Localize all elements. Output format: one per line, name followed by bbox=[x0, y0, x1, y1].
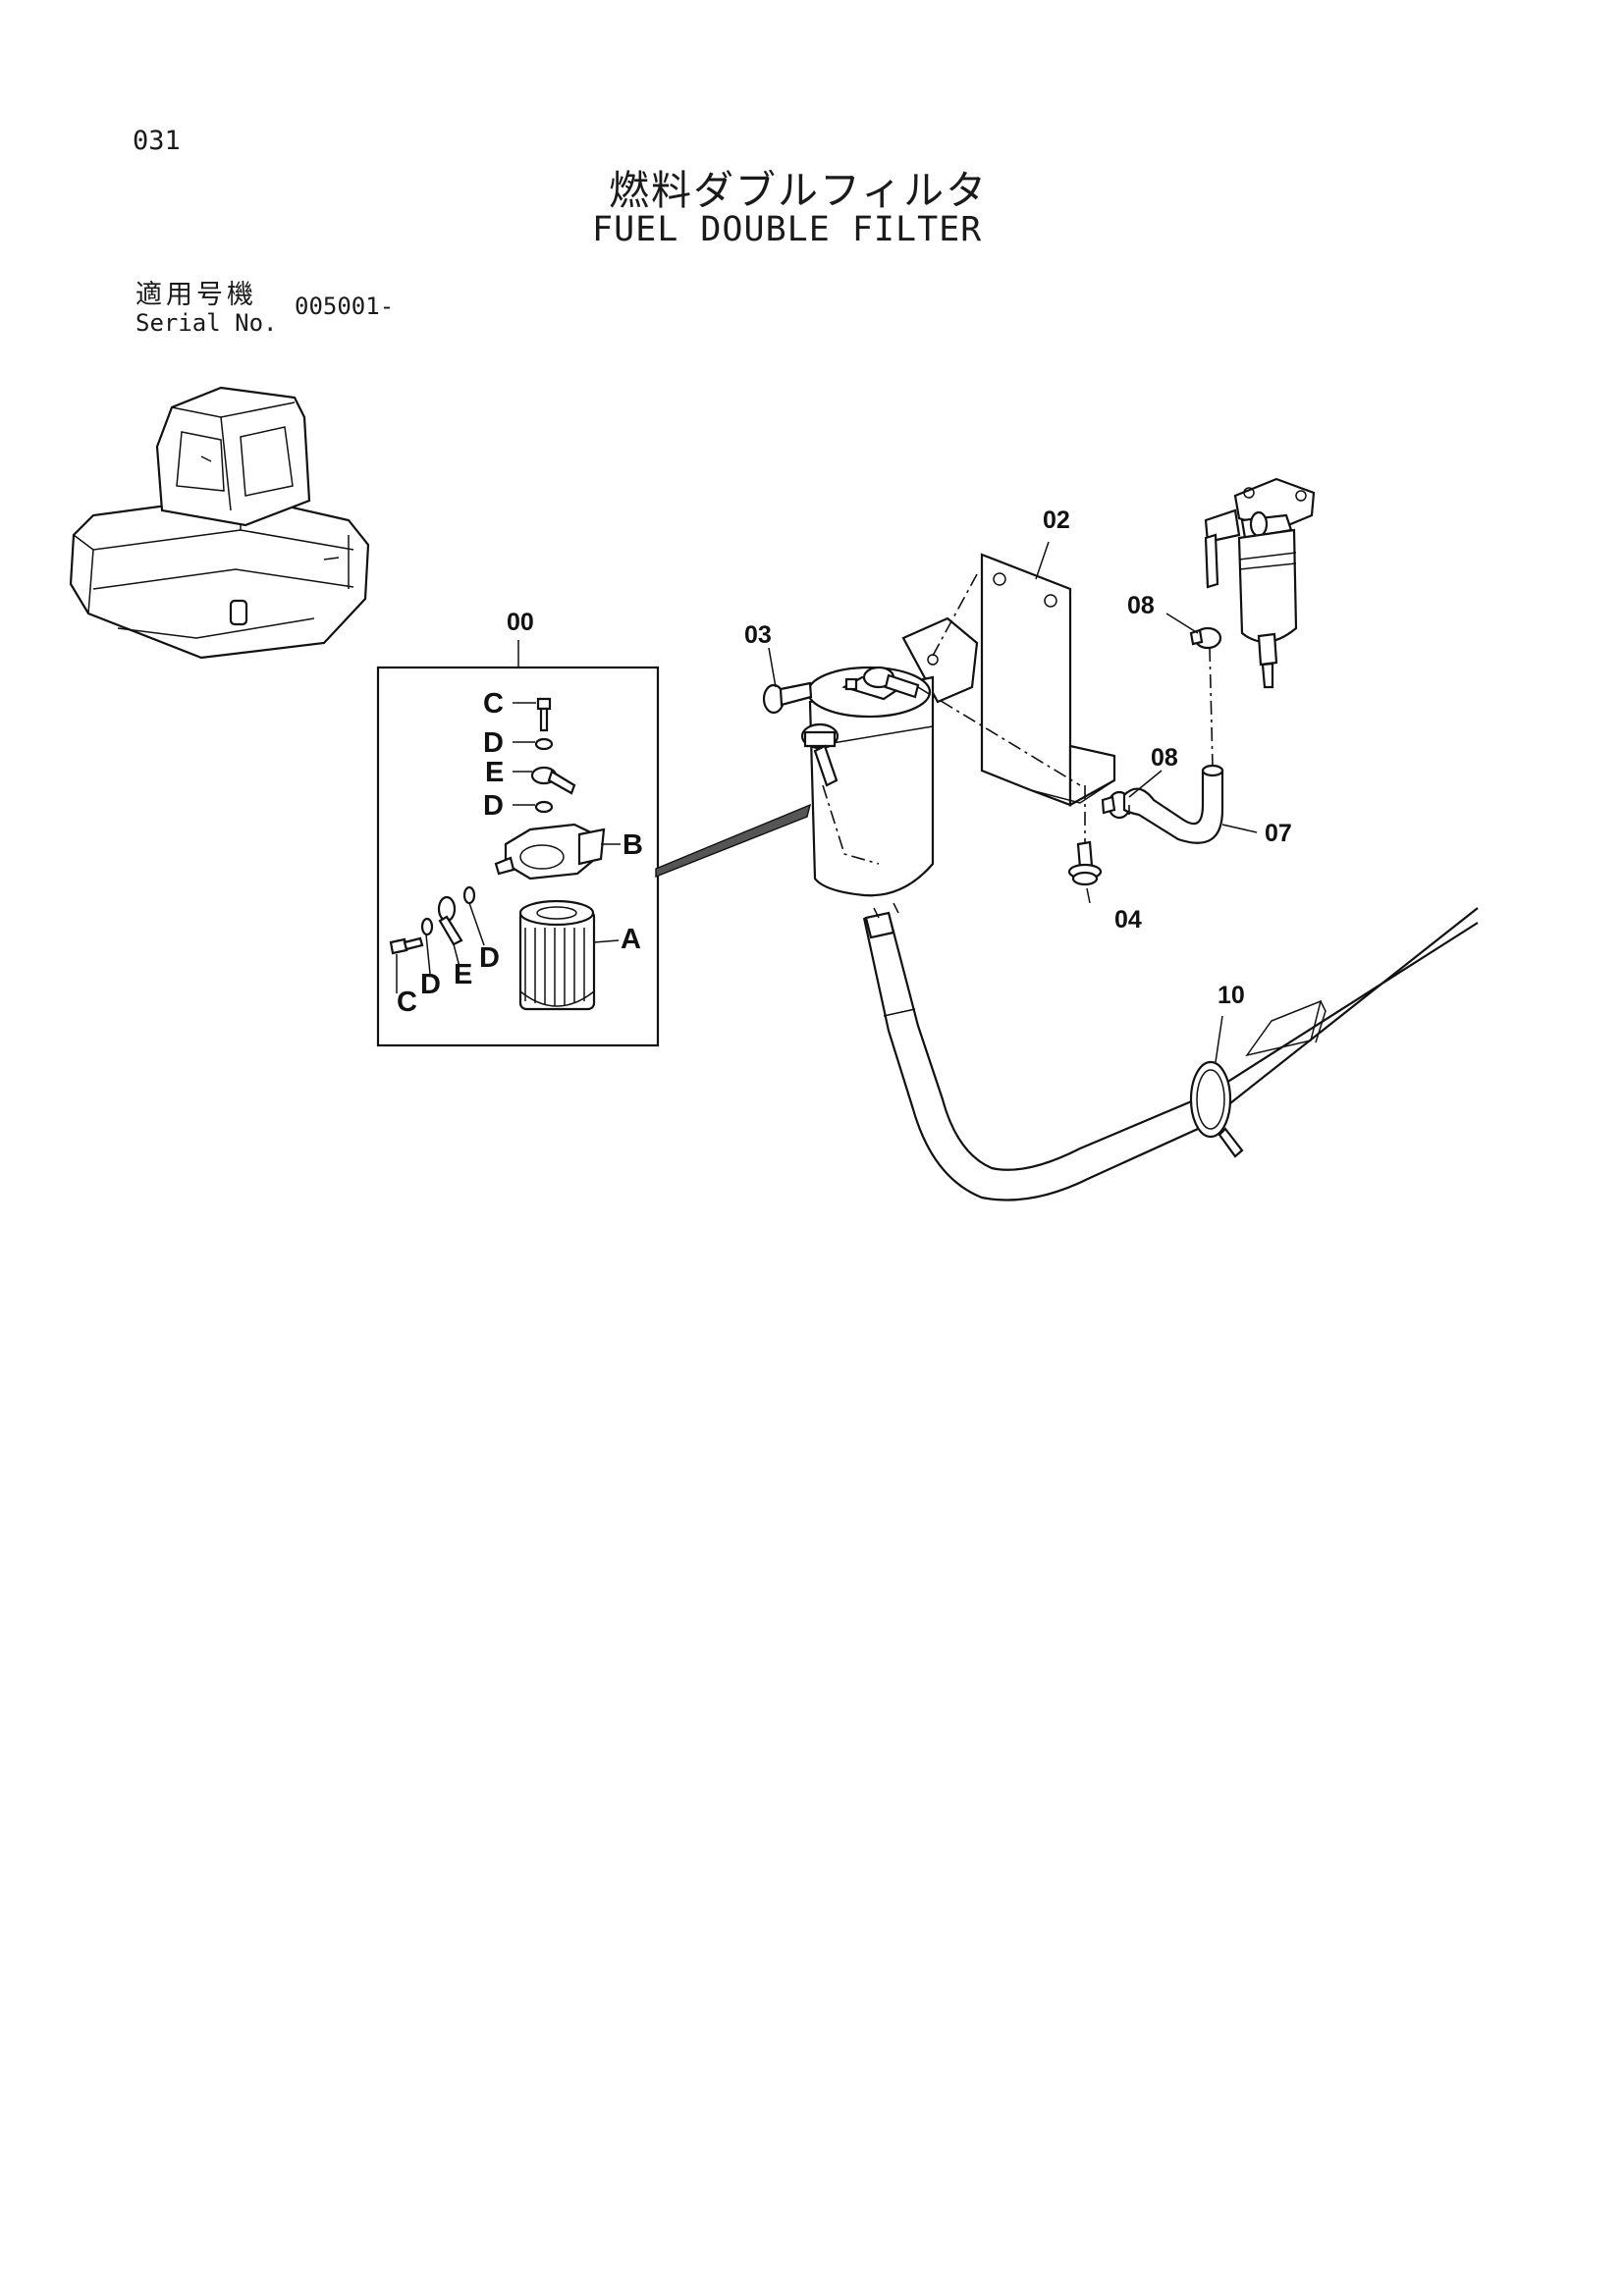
detail-pointer-wedge bbox=[655, 803, 812, 879]
callout-07: 07 bbox=[1265, 820, 1292, 847]
hose-clip-08-upper bbox=[1189, 626, 1222, 650]
serial-label-japanese: 適用号機 bbox=[135, 280, 257, 310]
callout-leaders bbox=[517, 541, 1258, 1063]
bolt-03 bbox=[762, 681, 813, 715]
main-filter-assembly bbox=[762, 477, 1479, 1201]
detail-label-d-left: D bbox=[420, 969, 441, 1000]
detail-label-c-top: C bbox=[483, 688, 504, 720]
callout-03: 03 bbox=[744, 621, 772, 649]
callout-04: 04 bbox=[1114, 906, 1142, 934]
detail-label-a: A bbox=[621, 924, 641, 955]
bolt-04 bbox=[1067, 840, 1103, 886]
page-title-japanese: 燃料ダブルフィルタ bbox=[609, 167, 989, 214]
bracket-02 bbox=[980, 553, 1072, 807]
detail-label-e-top: E bbox=[485, 757, 504, 788]
callout-10: 10 bbox=[1218, 982, 1245, 1009]
detail-label-b: B bbox=[623, 829, 643, 861]
callout-08-upper: 08 bbox=[1127, 592, 1155, 619]
detail-inset-box bbox=[376, 666, 812, 1047]
page-title-english: FUEL DOUBLE FILTER bbox=[592, 210, 983, 249]
excavator-thumbnail bbox=[69, 386, 370, 660]
fuel-pipe-10 bbox=[862, 902, 1479, 1201]
upper-fuel-filter bbox=[1204, 477, 1316, 689]
callout-labels: 00 02 03 04 07 08 08 10 bbox=[507, 507, 1292, 1009]
main-filter-00 bbox=[800, 666, 935, 897]
callout-02: 02 bbox=[1043, 507, 1070, 534]
callout-08-lower: 08 bbox=[1151, 744, 1178, 772]
callout-00: 00 bbox=[507, 609, 534, 636]
page-number: 031 bbox=[133, 126, 181, 156]
detail-label-d-middle: D bbox=[483, 790, 504, 822]
detail-label-c-left: C bbox=[397, 987, 417, 1018]
detail-letter-labels: C D E D B A C D E D bbox=[397, 688, 643, 1018]
hose-07 bbox=[1122, 769, 1224, 844]
detail-label-d-right: D bbox=[479, 942, 500, 974]
serial-label-english: Serial No. bbox=[135, 309, 278, 337]
serial-number-value: 005001- bbox=[295, 293, 395, 320]
detail-label-d-upper: D bbox=[483, 727, 504, 759]
detail-label-e-left: E bbox=[454, 959, 472, 990]
